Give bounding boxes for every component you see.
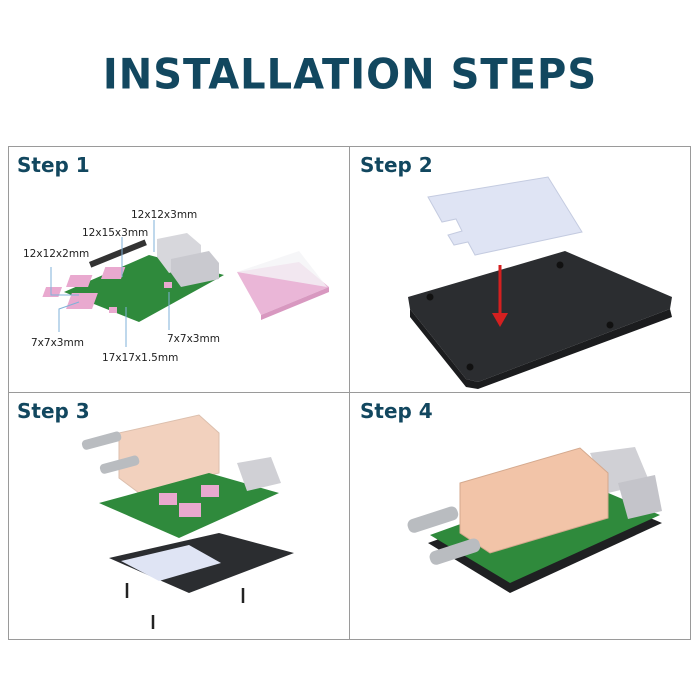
pad-size-label: 12x12x3mm xyxy=(131,209,198,221)
step-3-illustration xyxy=(81,414,294,629)
step-2-heading: Step 2 xyxy=(360,153,433,177)
step-2-panel: Step 2 xyxy=(350,147,690,393)
pad-size-label: 7x7x3mm xyxy=(31,337,84,349)
step-3-panel: Step 3 xyxy=(9,393,350,639)
step-4-heading: Step 4 xyxy=(360,399,433,423)
step-1-heading: Step 1 xyxy=(17,153,90,177)
pad-size-label: 7x7x3mm xyxy=(167,333,220,345)
step-1-panel: Step 1 12x12x3mm 12x15x xyxy=(9,147,350,393)
steps-grid: Step 1 12x12x3mm 12x15x xyxy=(8,146,691,640)
pad-size-label: 17x17x1.5mm xyxy=(102,352,179,364)
step-4-illustration xyxy=(407,447,662,593)
page-title: INSTALLATION STEPS xyxy=(102,50,598,100)
step-1-illustration xyxy=(42,220,329,347)
pad-size-label: 12x15x3mm xyxy=(82,227,149,239)
step-4-panel: Step 4 xyxy=(350,393,690,639)
step-2-illustration xyxy=(408,176,672,389)
step-3-heading: Step 3 xyxy=(17,399,90,423)
pad-size-label: 12x12x2mm xyxy=(23,248,90,260)
